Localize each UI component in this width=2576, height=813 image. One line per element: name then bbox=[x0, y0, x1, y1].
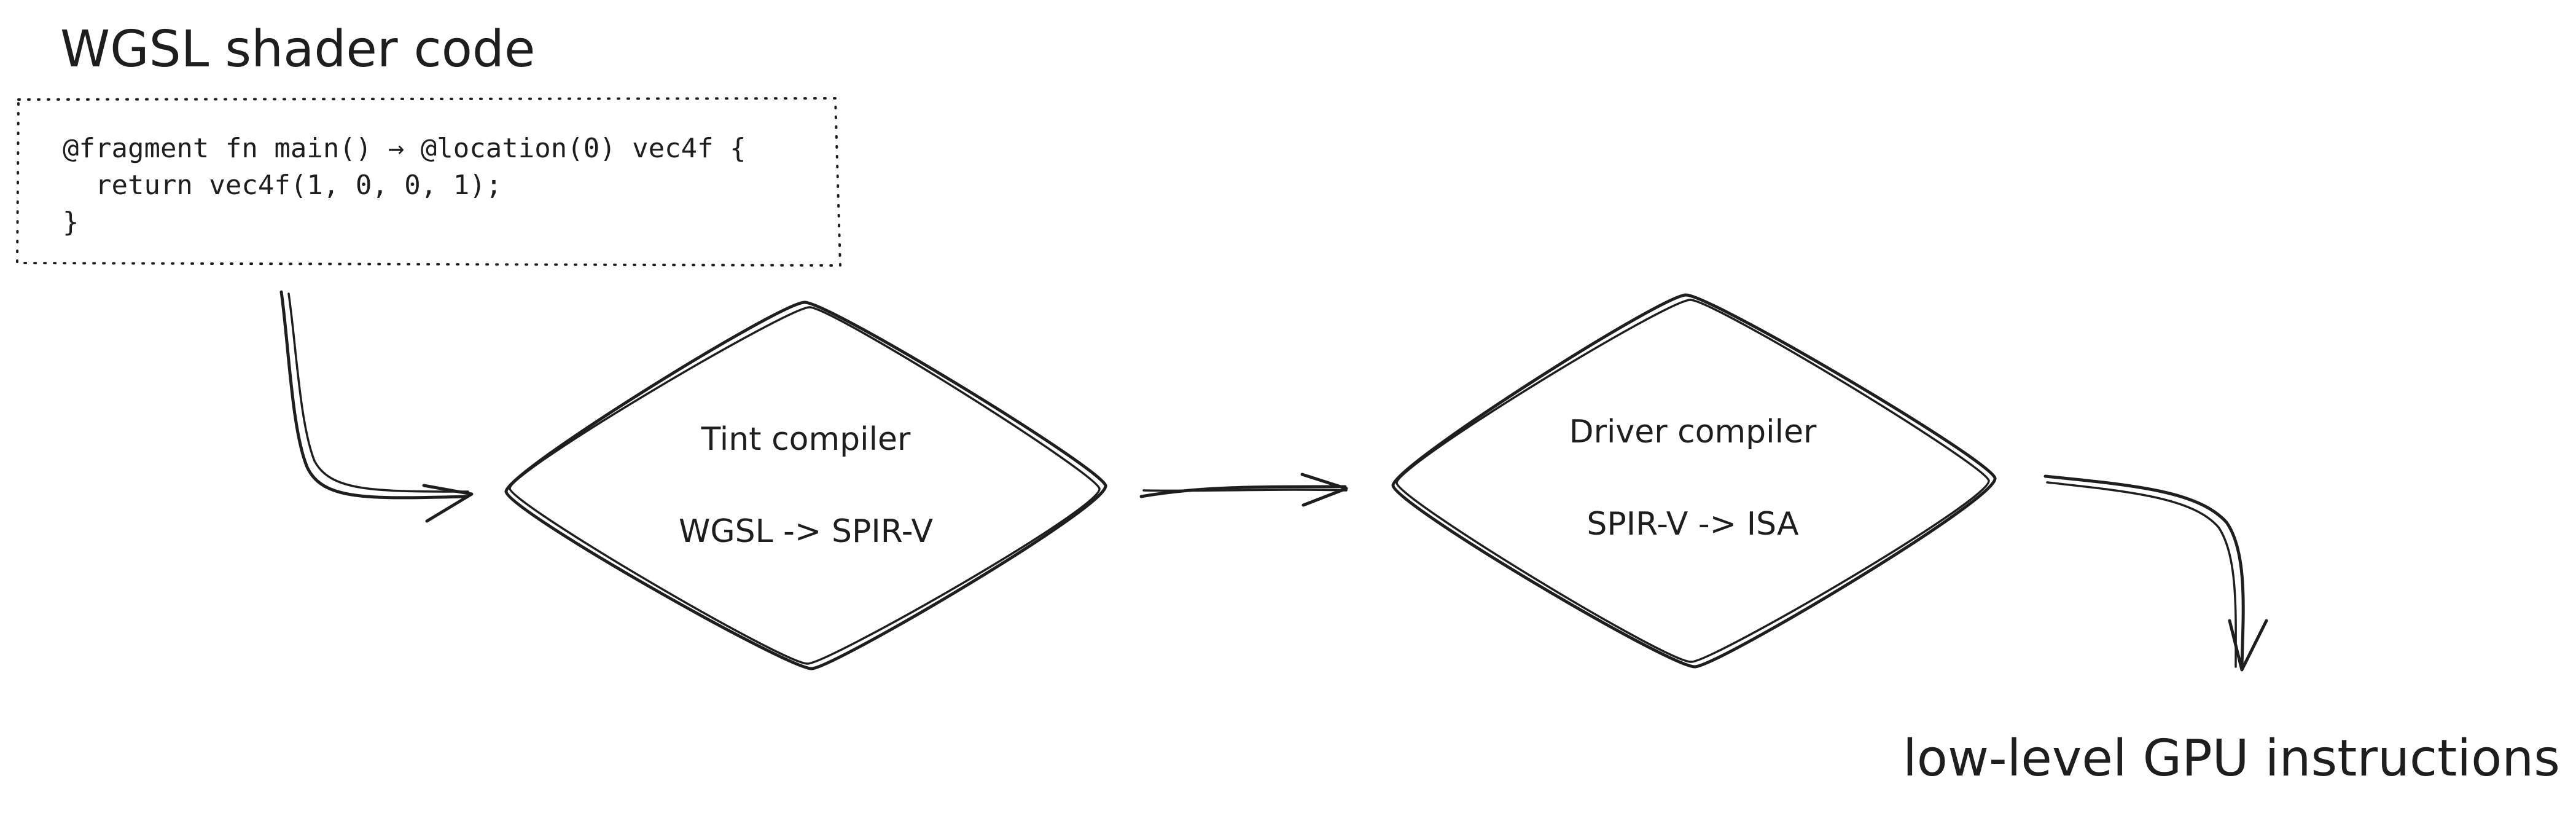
diagram-title: WGSL shader code bbox=[60, 20, 535, 79]
driver-diamond bbox=[1391, 293, 1997, 669]
arrow-driver-to-output bbox=[2043, 474, 2268, 672]
tint-diamond bbox=[504, 300, 1107, 670]
arrow-tint-to-driver bbox=[1139, 473, 1348, 507]
tint-compiler-transform: WGSL -> SPIR-V bbox=[679, 513, 934, 550]
code-block-border bbox=[15, 96, 842, 267]
stage-driver-compiler: Driver compiler SPIR-V -> ISA bbox=[1391, 293, 1997, 669]
tint-compiler-name: Tint compiler bbox=[701, 421, 911, 458]
code-line-1: @fragment fn main() → @location(0) vec4f… bbox=[63, 133, 746, 164]
code-line-2: return vec4f(1, 0, 0, 1); bbox=[63, 170, 502, 201]
output-label: low-level GPU instructions bbox=[1903, 729, 2560, 788]
driver-compiler-transform: SPIR-V -> ISA bbox=[1587, 506, 1799, 543]
code-block: @fragment fn main() → @location(0) vec4f… bbox=[15, 96, 842, 267]
arrow-code-to-tint bbox=[279, 290, 474, 523]
code-line-3: } bbox=[63, 206, 79, 238]
driver-compiler-name: Driver compiler bbox=[1569, 414, 1817, 450]
stage-tint-compiler: Tint compiler WGSL -> SPIR-V bbox=[504, 300, 1107, 670]
